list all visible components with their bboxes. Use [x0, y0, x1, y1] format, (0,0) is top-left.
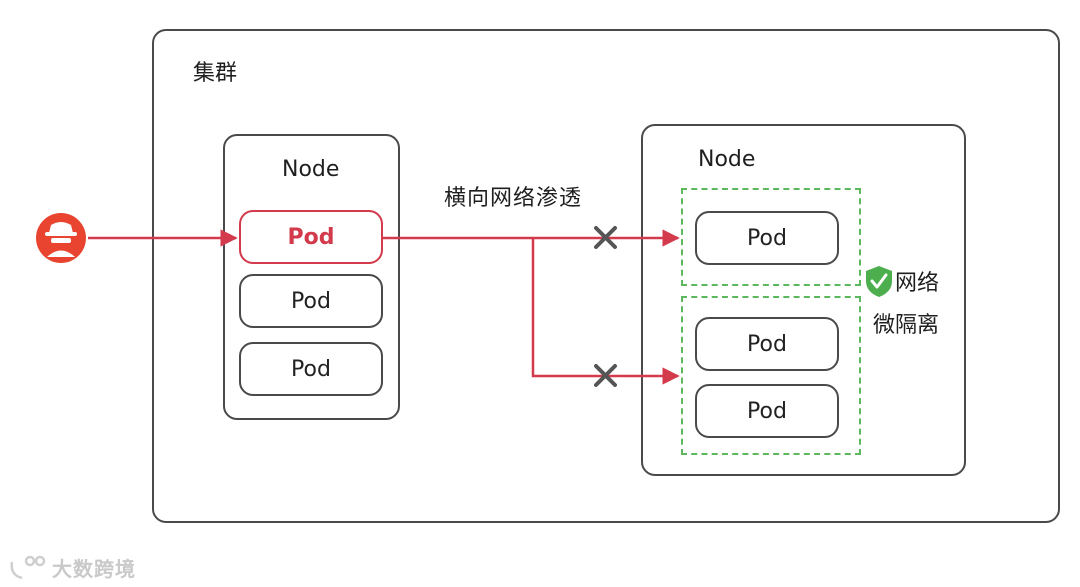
pod-left-3: Pod — [239, 342, 383, 396]
micro-isolation-line1: 网络 — [895, 271, 940, 296]
isolation-zone-bottom — [681, 296, 861, 455]
pod-compromised: Pod — [239, 210, 383, 264]
watermark-logo-icon — [10, 555, 46, 580]
node-right-label: Node — [698, 147, 756, 172]
hacker-icon — [36, 213, 86, 263]
micro-isolation-line2: 微隔离 — [873, 313, 940, 338]
node-left-label: Node — [282, 157, 340, 182]
watermark-text: 大数跨境 — [52, 557, 136, 581]
pod-right-3: Pod — [695, 384, 839, 438]
micro-isolation-label: 网络 微隔离 — [873, 263, 940, 347]
cluster-label: 集群 — [193, 61, 238, 86]
pod-right-2: Pod — [695, 317, 839, 371]
isolation-zone-top — [681, 188, 861, 286]
pod-right-1: Pod — [695, 211, 839, 265]
blocked-x-icon-bottom — [594, 364, 617, 387]
lateral-movement-label: 横向网络渗透 — [444, 186, 583, 211]
shield-check-icon — [866, 266, 892, 297]
lateral-arrow-bottom — [531, 238, 680, 385]
blocked-x-icon-top — [594, 226, 617, 249]
pod-left-2: Pod — [239, 274, 383, 328]
